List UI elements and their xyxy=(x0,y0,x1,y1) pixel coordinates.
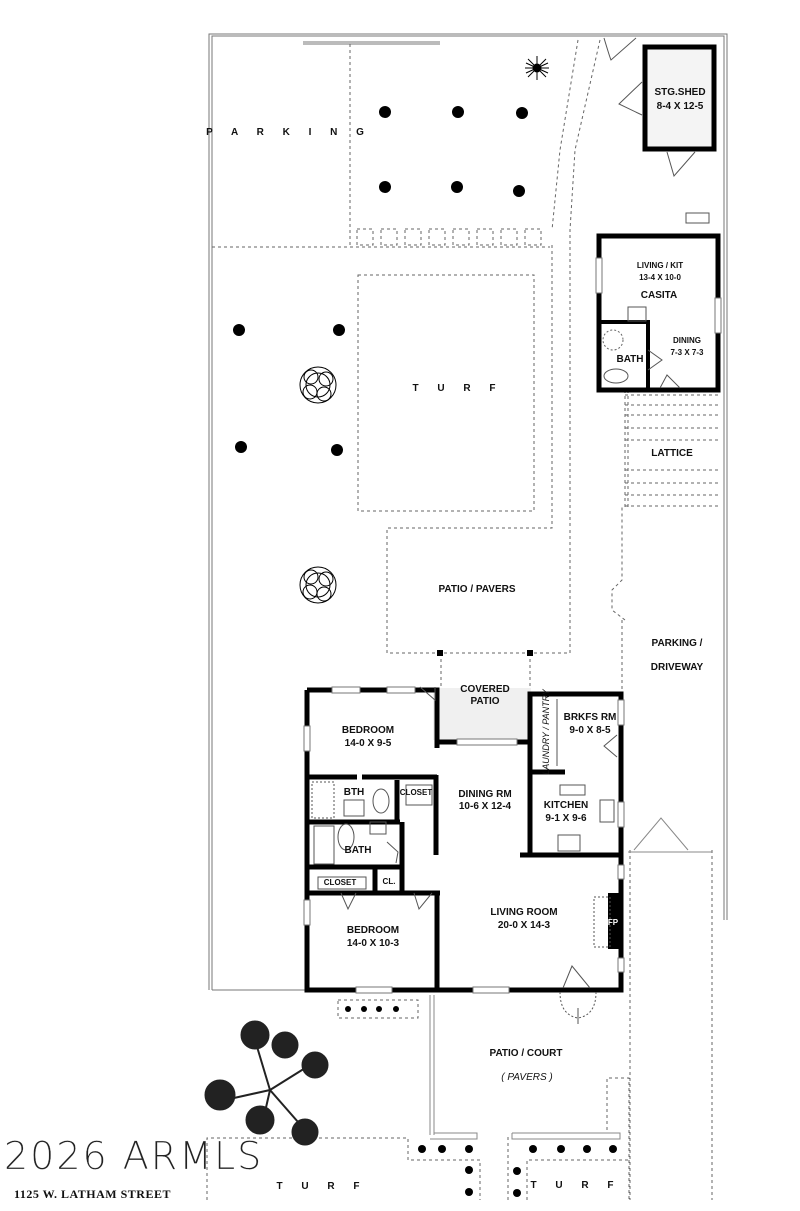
closet2-label: CLOSET xyxy=(323,878,357,887)
bedroom2-dims: 14-0 X 10-3 xyxy=(346,938,400,949)
parking-driveway-label-2: DRIVEWAY xyxy=(650,662,704,673)
cl-label: CL. xyxy=(382,877,396,886)
shed-dims: 8-4 X 12-5 xyxy=(656,101,704,112)
bath-label: BATH xyxy=(344,845,372,856)
brand-watermark: 2026 ARMLS xyxy=(4,1134,264,1178)
brkfs-room-dims: 9-0 X 8-5 xyxy=(569,725,611,736)
casita-living-kit-dims: 13-4 X 10-0 xyxy=(639,273,681,282)
kitchen-label: KITCHEN xyxy=(543,800,589,811)
casita-living-kit: LIVING / KIT xyxy=(636,261,684,270)
brkfs-room-label: BRKFS RM xyxy=(563,712,617,723)
patio-court-label: PATIO / COURT xyxy=(489,1048,563,1059)
dining-room-label: DINING RM xyxy=(458,789,512,800)
property-address: 1125 W. LATHAM STREET xyxy=(14,1187,171,1201)
covered-patio-line2: PATIO xyxy=(470,696,500,707)
bth-label: BTH xyxy=(343,787,365,798)
casita-dining-dims: 7-3 X 7-3 xyxy=(670,348,704,357)
patio-pavers-label: PATIO / PAVERS xyxy=(438,584,516,595)
parking-north-label: P A R K I N G xyxy=(206,127,372,138)
pavers-note-label: ( PAVERS ) xyxy=(501,1072,553,1083)
bedroom1-label: BEDROOM xyxy=(341,725,395,736)
shed-name: STG.SHED xyxy=(654,87,706,98)
kitchen-dims: 9-1 X 9-6 xyxy=(545,813,587,824)
bedroom2-label: BEDROOM xyxy=(346,925,400,936)
turf-center-label: T U R F xyxy=(412,383,504,394)
closet1-label: CLOSET xyxy=(399,788,433,797)
casita-name: CASITA xyxy=(640,290,678,301)
casita-dining: DINING xyxy=(673,336,701,345)
parking-driveway-label-1: PARKING / xyxy=(651,638,703,649)
laundry-pantry-label: LAUNDRY / PANTRY xyxy=(541,689,551,775)
casita-bath: BATH xyxy=(616,354,644,365)
living-room-dims: 20-0 X 14-3 xyxy=(497,920,551,931)
turf-south-right-label: T U R F xyxy=(530,1180,622,1191)
dining-room-dims: 10-6 X 12-4 xyxy=(458,801,512,812)
lattice-label: LATTICE xyxy=(651,448,693,459)
bedroom1-dims: 14-0 X 9-5 xyxy=(344,738,392,749)
turf-south-left-label: T U R F xyxy=(276,1181,368,1192)
covered-patio-line1: COVERED xyxy=(460,684,510,695)
fireplace-label: FP xyxy=(607,918,619,927)
living-room-label: LIVING ROOM xyxy=(490,907,558,918)
